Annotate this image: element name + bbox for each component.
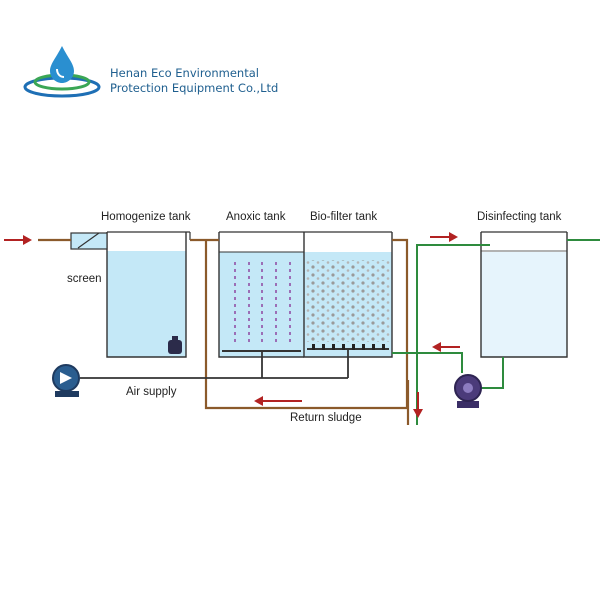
screen-box (70, 232, 108, 250)
flow-arrows (4, 232, 460, 418)
company-name-line1: Henan Eco Environmental (110, 66, 259, 80)
homogenize-tank-label: Homogenize tank (101, 211, 191, 223)
sludge-and-feed-pipes (38, 238, 410, 425)
transfer-pump (454, 374, 482, 408)
air-blower (52, 364, 80, 397)
disinfecting-tank (480, 231, 568, 358)
return-sludge-label: Return sludge (290, 412, 362, 424)
company-name-line2: Protection Equipment Co.,Ltd (110, 81, 279, 95)
company-name: Henan Eco Environmental Protection Equip… (110, 66, 278, 96)
disinfecting-tank-label: Disinfecting tank (477, 211, 562, 223)
anoxic-tank-label: Anoxic tank (226, 211, 286, 223)
company-logo (23, 46, 101, 98)
air-supply-pipe (80, 349, 349, 379)
air-supply-label: Air supply (126, 386, 177, 398)
anoxic-tank (218, 231, 304, 358)
screen-label: screen (67, 273, 102, 285)
submersible-pump (168, 336, 182, 354)
biofilter-tank-label: Bio-filter tank (310, 211, 378, 223)
biofilter-tank (303, 231, 393, 358)
effluent-pipes (392, 239, 600, 425)
